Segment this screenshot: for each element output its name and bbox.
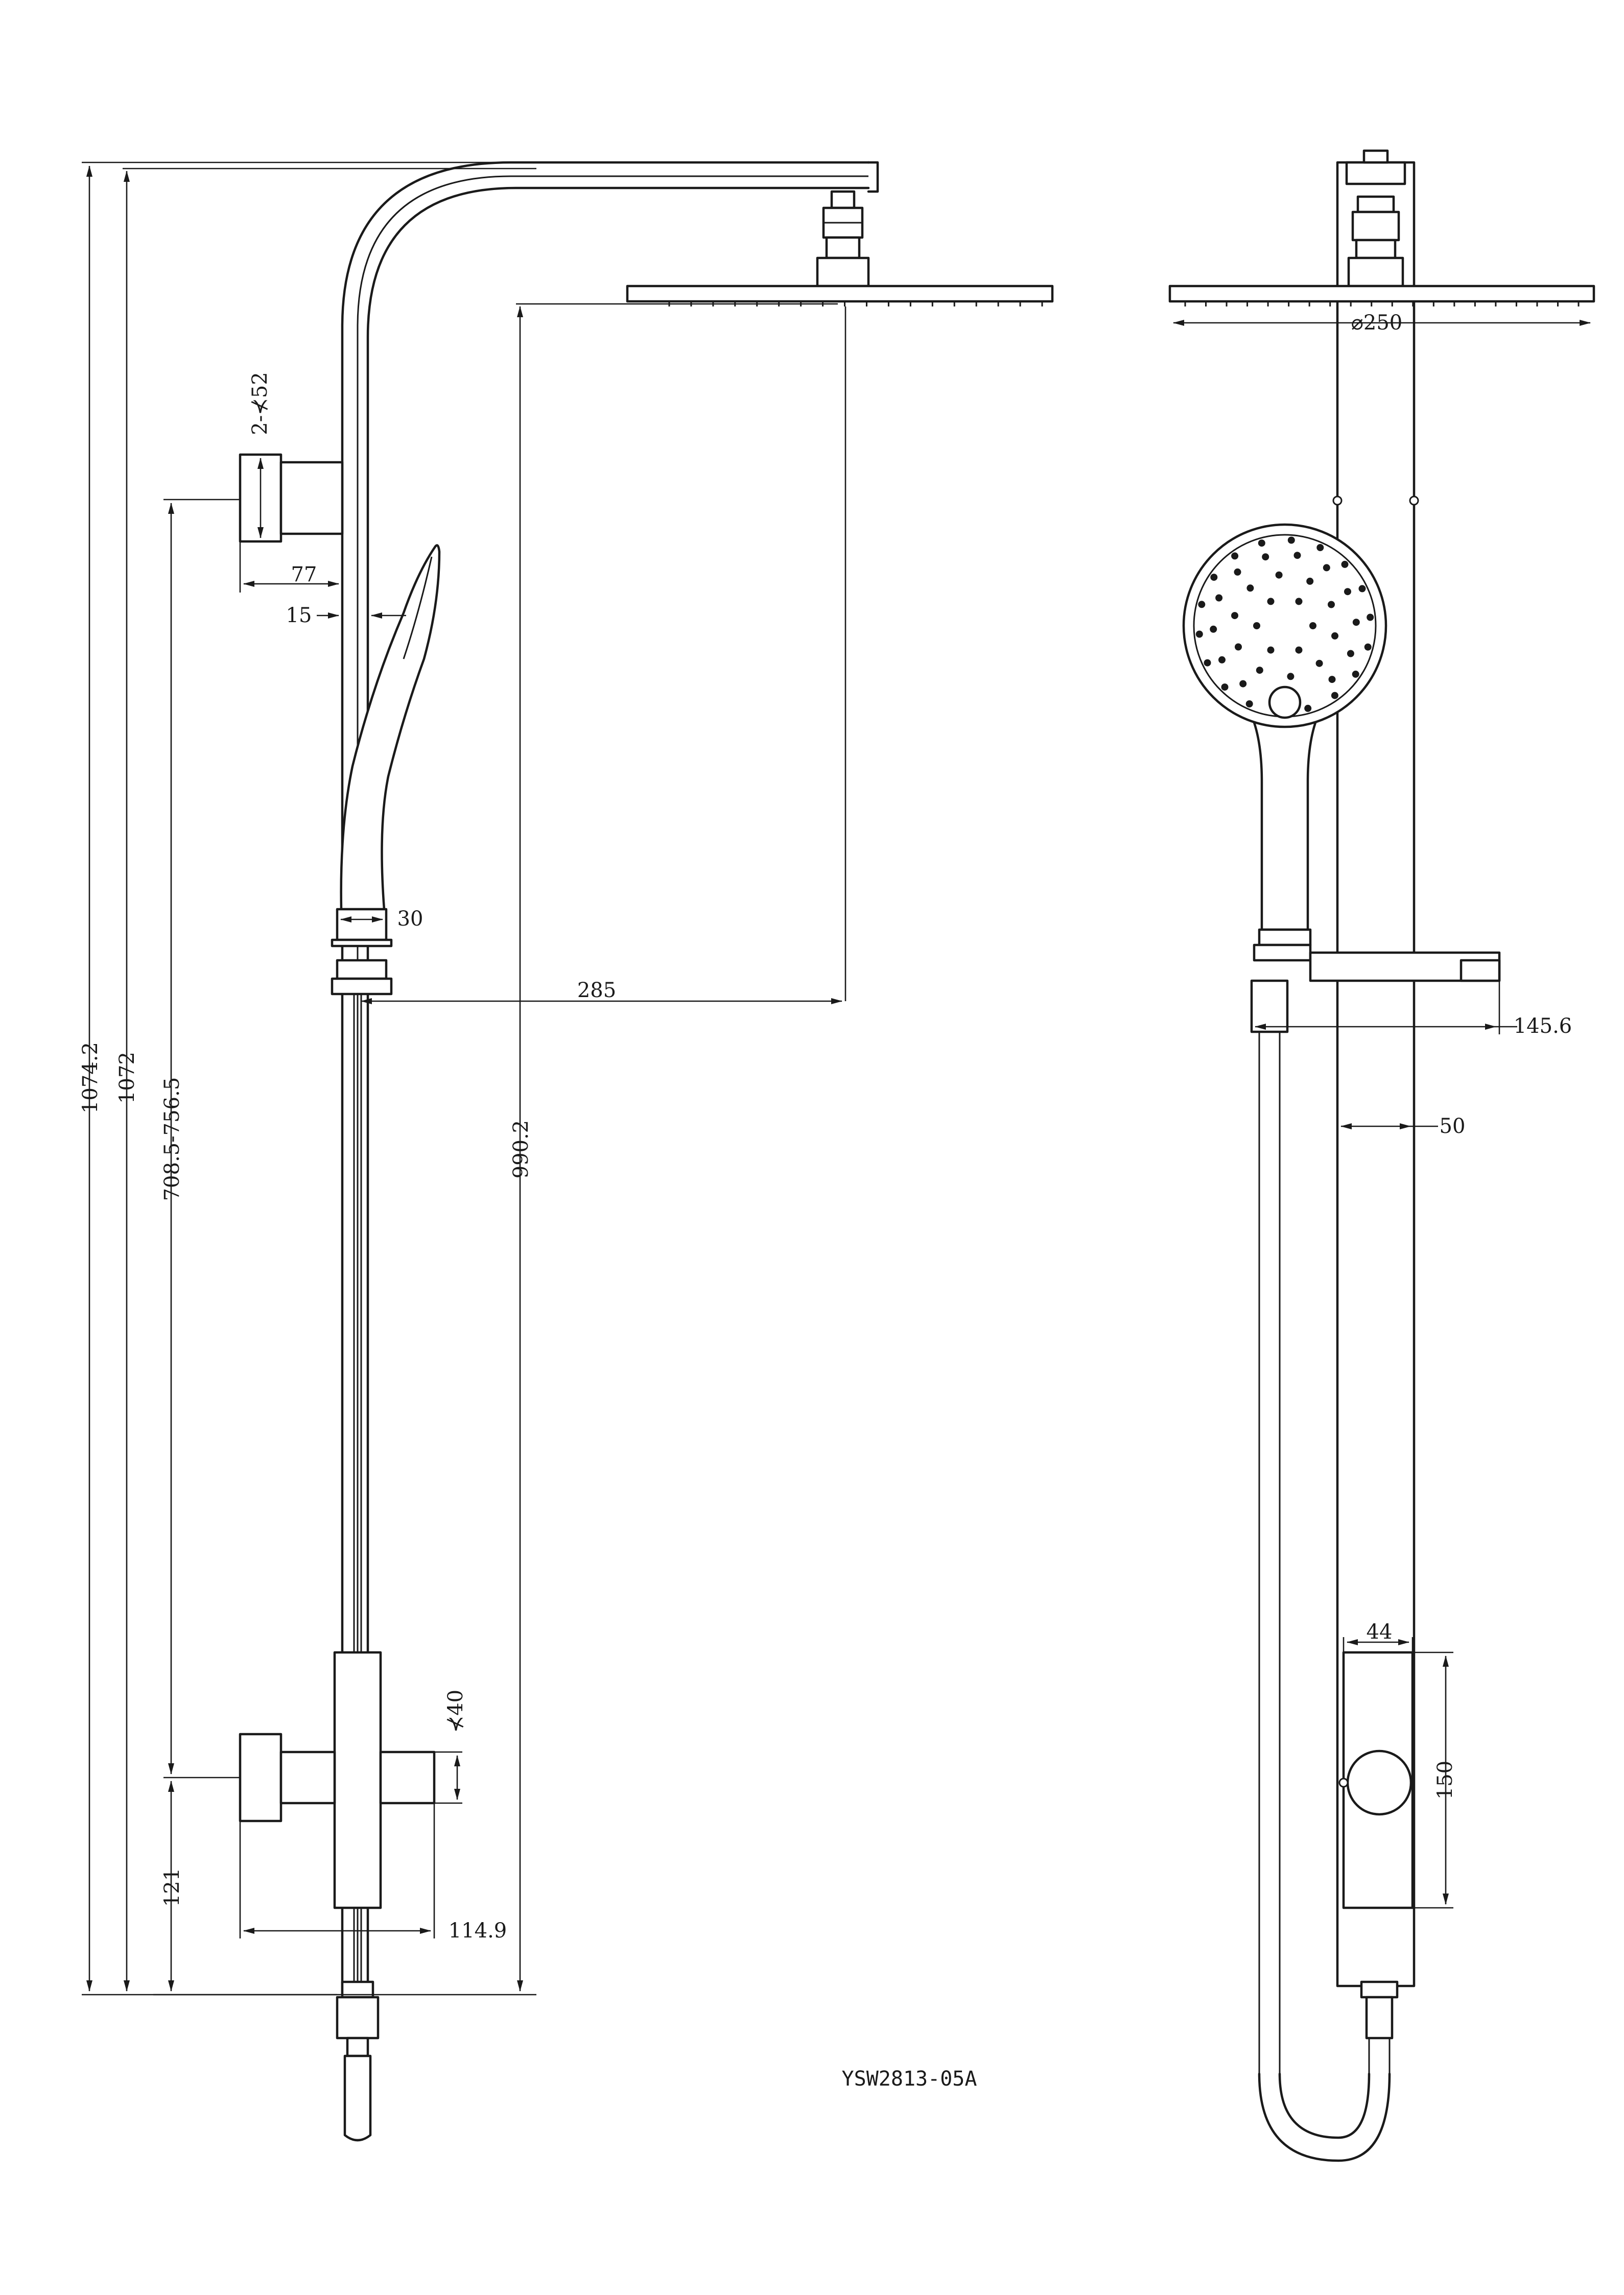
spray-nozzle — [1295, 598, 1303, 605]
spray-nozzle — [1328, 676, 1336, 683]
dim-bottom-bracket: 121 — [160, 1868, 184, 1907]
dim-head-height: 990.2 — [509, 1120, 533, 1179]
bottom-outlet-front — [1360, 1980, 1399, 2040]
dim-total-height: 1074.2 — [79, 1042, 102, 1114]
dim-valve-height: 150 — [1433, 1761, 1457, 1800]
spray-nozzle — [1364, 643, 1372, 651]
side-view — [239, 161, 1054, 2142]
spray-nozzle — [1352, 670, 1359, 678]
bottom-outlet-side — [336, 1980, 380, 2142]
spray-nozzle — [1331, 632, 1338, 640]
spray-nozzle — [1287, 673, 1295, 680]
spray-nozzle — [1210, 625, 1217, 633]
rain-head-side — [626, 285, 1054, 306]
dimension-lines — [82, 161, 1591, 1996]
dim-holder-range: 708.5-756.5 — [160, 1077, 184, 1201]
hand-shower-front — [1182, 523, 1387, 947]
head-connector-front — [1347, 195, 1404, 288]
mixer-valve-side — [239, 1651, 436, 1909]
spray-nozzle — [1309, 622, 1316, 629]
hand-holder-front — [1250, 943, 1501, 1033]
spray-nozzle — [1295, 646, 1303, 654]
spray-nozzle — [1331, 692, 1338, 699]
spray-nozzle — [1239, 680, 1247, 688]
spray-nozzle — [1245, 700, 1253, 707]
mixer-valve-front — [1338, 1651, 1414, 1909]
spray-nozzle — [1323, 564, 1330, 572]
shower-rail-side — [341, 161, 879, 1996]
spray-nozzle — [1198, 601, 1206, 608]
spray-nozzle — [1275, 571, 1283, 579]
spray-nozzle — [1293, 552, 1301, 559]
spray-nozzle — [1267, 646, 1275, 654]
hose-front — [1258, 1032, 1391, 2162]
spray-nozzle — [1215, 594, 1223, 602]
spray-nozzle — [1258, 539, 1265, 547]
spray-nozzle — [1231, 612, 1238, 620]
drawing-code: YSW2813-05A — [842, 2067, 977, 2091]
spray-nozzle — [1253, 622, 1260, 629]
spray-nozzle — [1306, 577, 1314, 585]
spray-nozzles — [1195, 536, 1374, 712]
dim-rail-width: 50 — [1440, 1115, 1466, 1138]
spray-nozzle — [1328, 601, 1335, 608]
spray-nozzle — [1262, 553, 1269, 561]
spray-nozzle — [1218, 656, 1226, 664]
spray-nozzle — [1221, 683, 1229, 691]
spray-nozzle — [1347, 650, 1354, 657]
hand-shower-side — [340, 544, 441, 911]
spray-nozzle — [1267, 598, 1275, 605]
spray-nozzle — [1358, 585, 1366, 593]
dim-holder-width: 30 — [397, 907, 423, 931]
dim-holder-length: 145.6 — [1514, 1014, 1572, 1038]
spray-nozzle — [1246, 584, 1254, 592]
dimension-labels: 1074.2 1072 708.5-756.5 121 990.2 2-⊀52 … — [79, 311, 1572, 1943]
spray-nozzle — [1316, 544, 1324, 551]
dim-rail-height: 1072 — [115, 1052, 139, 1104]
dim-valve-depth: 114.9 — [449, 1919, 507, 1943]
spray-nozzle — [1235, 643, 1242, 651]
top-wall-bracket — [239, 453, 344, 543]
spray-nozzle — [1195, 630, 1203, 638]
hand-holder-side — [331, 908, 393, 996]
spray-nozzle — [1234, 568, 1241, 576]
spray-nozzle — [1304, 704, 1312, 712]
spray-nozzle — [1256, 667, 1263, 674]
dim-bracket-dia: 2-⊀52 — [248, 372, 272, 435]
spray-nozzle — [1352, 619, 1360, 626]
rain-head-front — [1168, 285, 1595, 306]
spray-nozzle — [1287, 536, 1295, 544]
front-view — [1168, 149, 1595, 2162]
head-connector-side — [816, 190, 870, 288]
spray-nozzle — [1315, 659, 1323, 667]
dim-knob-dia: ⊀40 — [444, 1690, 467, 1733]
dim-rail-gap: 15 — [286, 604, 312, 627]
dim-valve-width: 44 — [1367, 1620, 1393, 1644]
spray-nozzle — [1204, 659, 1211, 667]
spray-nozzle — [1367, 613, 1374, 621]
dim-head-dia: ⌀250 — [1351, 311, 1402, 335]
nozzle-row-front — [1184, 301, 1580, 306]
dim-arm-reach: 285 — [577, 979, 616, 1002]
spray-nozzle — [1231, 552, 1239, 560]
spray-nozzle — [1341, 560, 1349, 568]
spray-nozzle — [1210, 574, 1218, 581]
spray-nozzle — [1344, 588, 1351, 596]
dim-wall-offset: 77 — [291, 563, 317, 586]
